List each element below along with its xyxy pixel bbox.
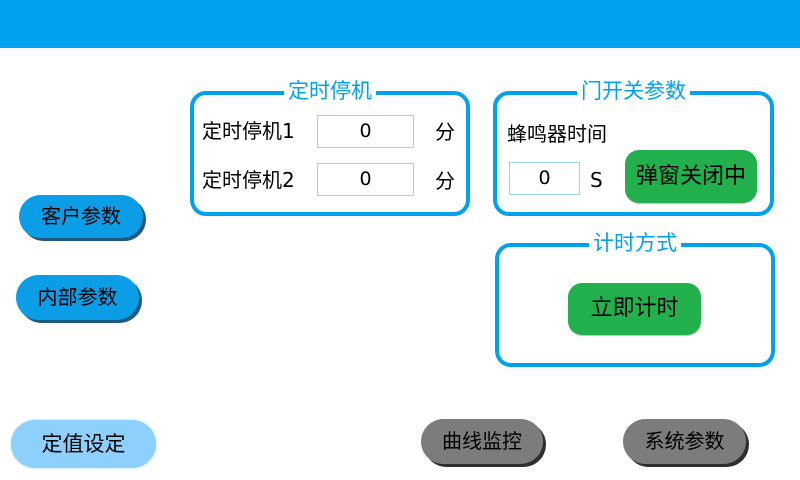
- timing-mode-button[interactable]: 立即计时: [568, 283, 701, 335]
- shutdown-timer-1-input[interactable]: 0: [317, 115, 414, 148]
- timing-mode-title: 计时方式: [589, 231, 681, 255]
- shutdown-timer-2-label: 定时停机2: [202, 168, 295, 192]
- shutdown-timer-1-label: 定时停机1: [202, 119, 295, 143]
- shutdown-timer-1-unit: 分: [435, 120, 455, 144]
- buzzer-time-input[interactable]: 0: [509, 162, 580, 195]
- curve-monitor-button[interactable]: 曲线监控: [421, 419, 543, 464]
- setpoint-button[interactable]: 定值设定: [11, 420, 156, 468]
- shutdown-timer-group: 定时停机: [190, 79, 470, 216]
- system-params-button[interactable]: 系统参数: [623, 419, 746, 464]
- shutdown-timer-title: 定时停机: [284, 79, 376, 103]
- header-bar: [0, 0, 800, 48]
- timing-mode-group: 计时方式: [495, 231, 775, 367]
- door-params-title: 门开关参数: [577, 79, 690, 103]
- popup-toggle-button[interactable]: 弹窗关闭中: [625, 150, 757, 203]
- buzzer-time-label: 蜂鸣器时间: [507, 122, 607, 146]
- door-params-group: 门开关参数: [493, 79, 774, 216]
- customer-params-button[interactable]: 客户参数: [19, 195, 143, 238]
- buzzer-time-unit: S: [590, 168, 603, 192]
- shutdown-timer-2-unit: 分: [435, 169, 455, 193]
- shutdown-timer-2-input[interactable]: 0: [317, 163, 414, 196]
- internal-params-button[interactable]: 内部参数: [16, 275, 139, 320]
